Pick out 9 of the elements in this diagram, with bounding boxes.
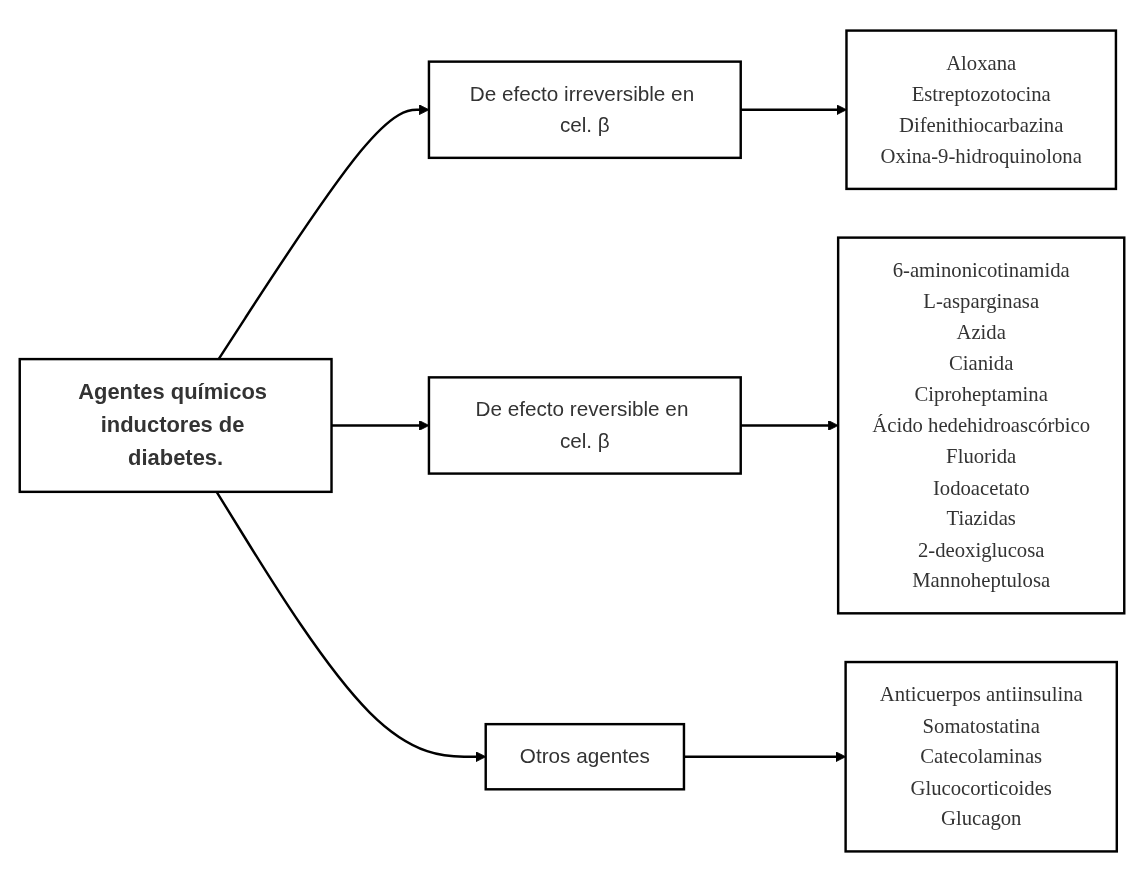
node-box: Agentes químicos inductores de diabetes. [18, 357, 333, 494]
arrow [740, 104, 847, 116]
node-box: Aloxana Estreptozotocina Difenithiocarbazina Oxina-9-hidroquinolona [845, 29, 1118, 191]
node-box: Anticuerpos antiinsulina Somatostatina Catecolaminas Glucocorticoides Glucagon [844, 660, 1118, 853]
node-box: De efecto reversible en cel. β [427, 376, 742, 475]
node-box: Otros agentes [484, 722, 686, 791]
node-box: De efecto irreversible en cel. β [427, 60, 742, 160]
node-box: 6-aminonicotinamida L-asparginasa Azida Cianida Ciproheptamina Ácido hedehidroascórbico Fluorida Iodoacetato Tiazidas 2-deoxiglucosa Mannoheptulosa [836, 236, 1126, 615]
arrow [740, 420, 839, 431]
